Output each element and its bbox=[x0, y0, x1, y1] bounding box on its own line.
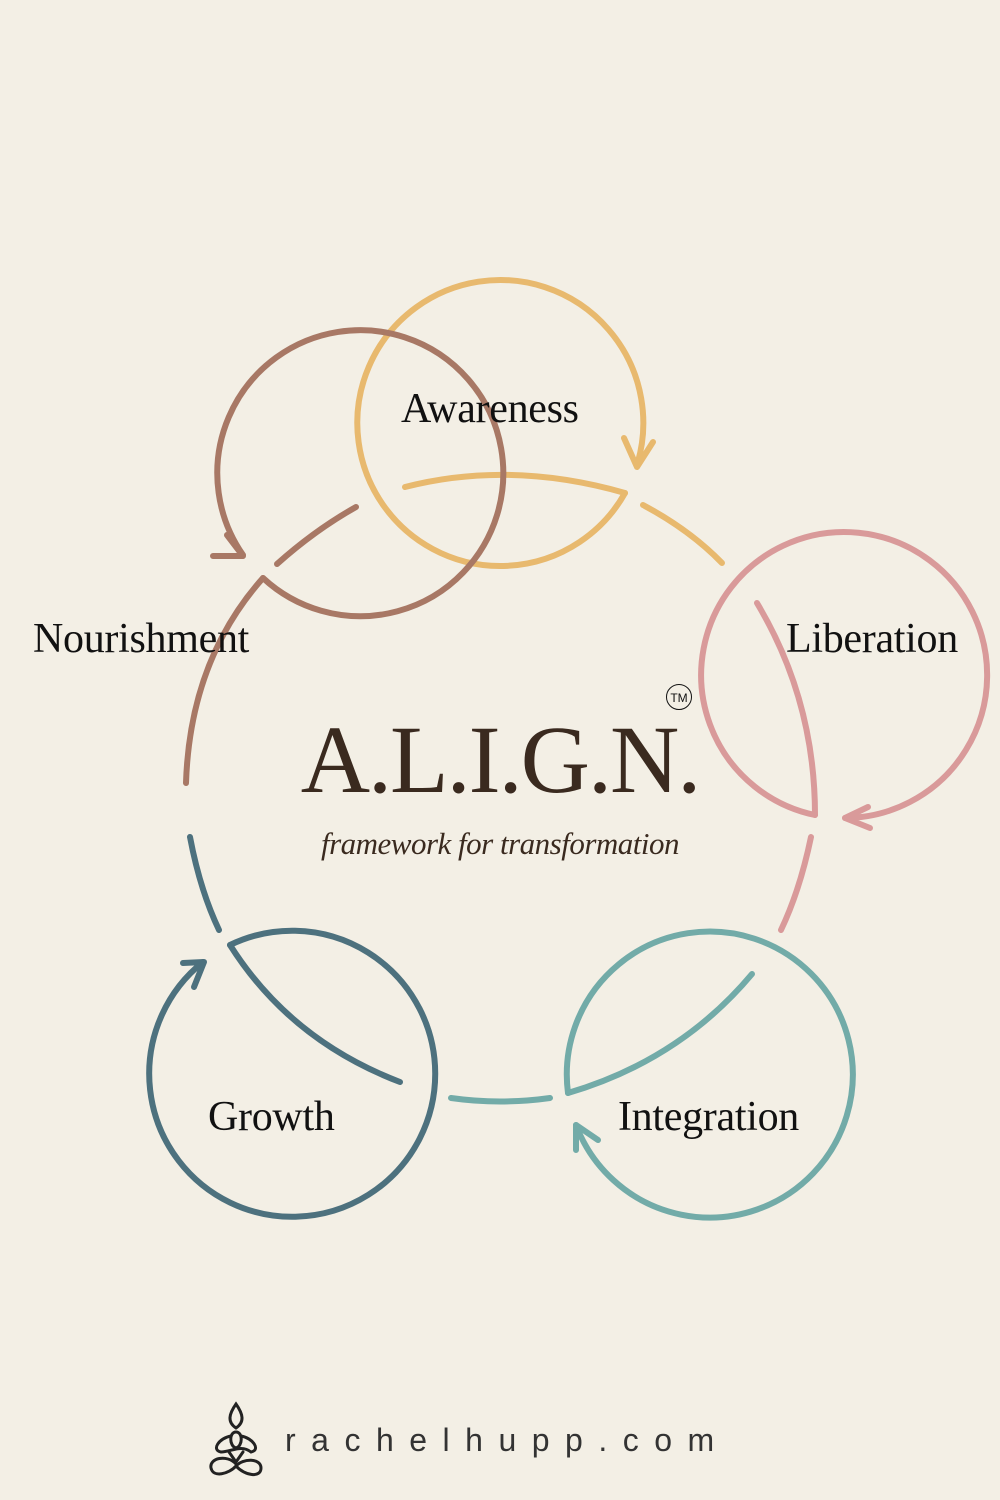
liberation-loop bbox=[698, 529, 991, 933]
footer-brand: rachelhupp.com bbox=[205, 1400, 730, 1480]
website-link[interactable]: rachelhupp.com bbox=[285, 1421, 730, 1458]
growth-loop bbox=[146, 834, 439, 1220]
trademark-badge: TM bbox=[666, 684, 692, 710]
stage-label-growth: Growth bbox=[208, 1094, 335, 1140]
stage-label-liberation: Liberation bbox=[786, 616, 958, 662]
nourishment-loop bbox=[183, 327, 507, 786]
stage-label-integration: Integration bbox=[618, 1094, 799, 1140]
integration-loop bbox=[448, 928, 856, 1221]
stage-label-nourishment: Nourishment bbox=[33, 616, 250, 662]
meditation-figure-icon bbox=[209, 1401, 263, 1476]
framework-title: A.L.I.G.N. bbox=[300, 706, 702, 813]
stage-label-awareness: Awareness bbox=[401, 386, 579, 432]
framework-subtitle: framework for transformation bbox=[320, 826, 680, 861]
awareness-loop bbox=[354, 276, 725, 569]
